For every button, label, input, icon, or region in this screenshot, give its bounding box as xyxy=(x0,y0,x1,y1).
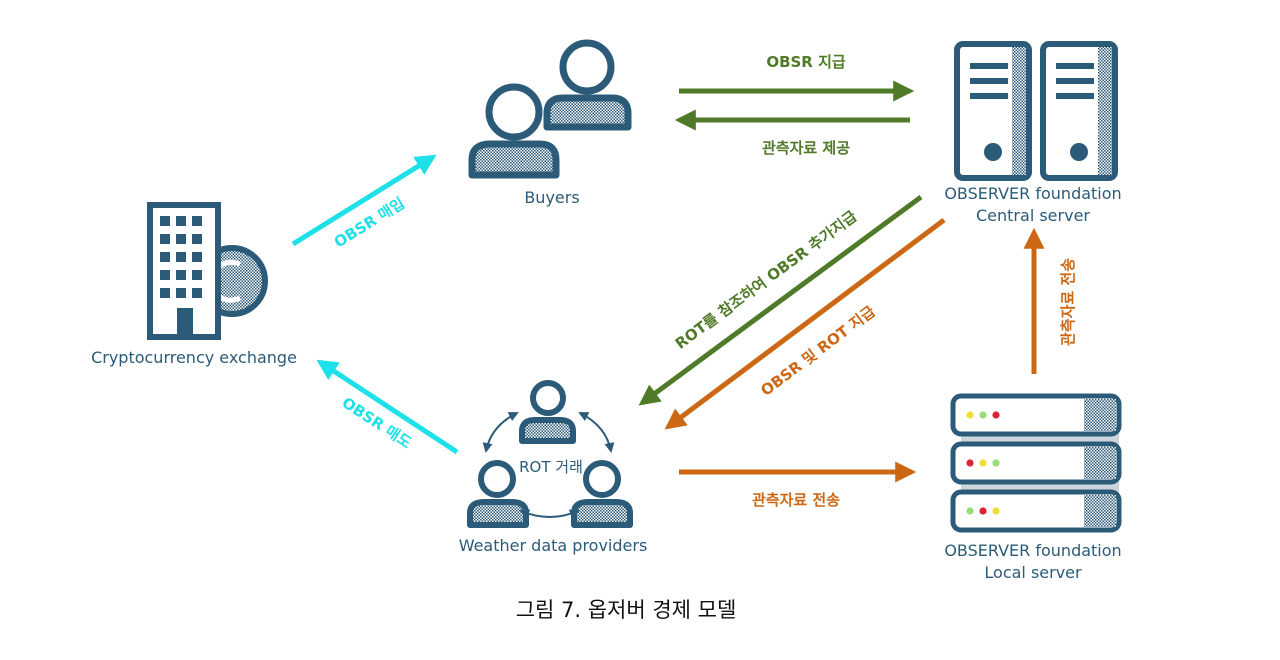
obsr-buy-arrow xyxy=(291,154,437,247)
buyers-label: Buyers xyxy=(524,188,579,207)
data-transfer-vertical-label: 관측자료 전송 xyxy=(1059,258,1077,346)
data-provision-label: 관측자료 제공 xyxy=(762,139,850,157)
weather-providers-icon xyxy=(467,380,633,528)
rot-trade-label: ROT 거래 xyxy=(519,458,583,476)
local-server-label-line1: OBSERVER foundation xyxy=(944,541,1121,560)
obsr-rot-payment-arrow xyxy=(664,218,946,430)
central-server-label-line2: Central server xyxy=(976,206,1090,225)
providers-label: Weather data providers xyxy=(459,536,648,555)
central-server-label-line1: OBSERVER foundation xyxy=(944,184,1121,203)
exchange-building-icon xyxy=(147,202,268,340)
exchange-label: Cryptocurrency exchange xyxy=(91,348,297,367)
obsr-sell-arrow xyxy=(316,359,459,455)
data-transfer-horizontal-label: 관측자료 전송 xyxy=(752,491,840,509)
local-server-icon xyxy=(950,393,1122,533)
local-server-label-line2: Local server xyxy=(984,563,1082,582)
obsr-payment-label: OBSR 지급 xyxy=(766,53,846,71)
buyers-icon xyxy=(468,39,632,179)
rot-extra-payment-arrow xyxy=(638,194,923,406)
figure-caption: 그림 7. 옵저버 경제 모델 xyxy=(516,598,737,622)
central-server-icon xyxy=(954,41,1118,181)
rot-trade-cycle-arrows xyxy=(482,412,615,519)
obsr-buy-label: OBSR 매입 xyxy=(331,194,408,251)
